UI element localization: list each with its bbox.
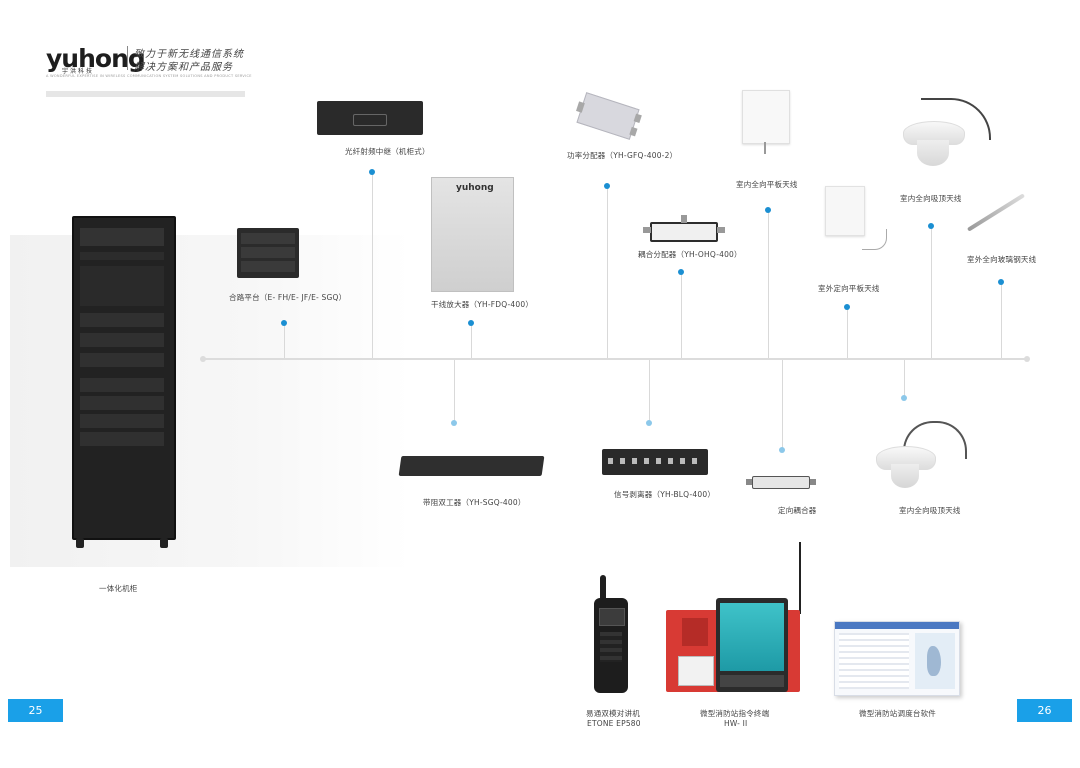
dot-fiber: [369, 169, 375, 175]
connector-ceiling-bottom: [904, 360, 905, 398]
bus-line-end: [1024, 356, 1030, 362]
directional-antenna-image: [825, 186, 865, 236]
duplexer-image: [398, 456, 545, 476]
connector-trunk: [471, 323, 472, 358]
page-number-right: 26: [1017, 699, 1072, 722]
duplexer-label: 带阻双工器（YH-SGQ-400）: [423, 498, 526, 507]
combiner-platform-label: 合路平台（E- FH/E- JF/E- SGQ）: [229, 293, 347, 302]
fiber-repeater-label: 光纤射频中继（机柜式）: [345, 147, 430, 156]
connector-ceiling-top: [931, 226, 932, 358]
directional-antenna-cable: [862, 229, 887, 250]
terminal-screen: [716, 598, 788, 692]
connector-signal-splitter: [649, 360, 650, 423]
dot-indoor-panel: [765, 207, 771, 213]
terminal-label-1: 微型消防站指令终端: [700, 709, 770, 718]
ceiling-antenna-top-label: 室内全向吸顶天线: [900, 194, 962, 203]
coupler-image: [643, 215, 725, 242]
brand-slogan-1: 致力于新无线通信系统: [134, 49, 244, 60]
software-label: 微型消防站调度台软件: [859, 709, 936, 718]
bus-line: [203, 358, 1028, 360]
connector-duplexer: [454, 360, 455, 423]
connector-splitter: [607, 186, 608, 358]
radio-label-2: ETONE EP580: [587, 719, 641, 728]
connector-coupler: [681, 272, 682, 358]
dir-coupler-image: [746, 476, 816, 489]
power-splitter-image: [576, 92, 642, 140]
trunk-amp-logo: yuhong: [456, 183, 494, 193]
brand-slogan-2: 解决方案和产品服务: [134, 62, 233, 73]
directional-antenna-label: 室外定向平板天线: [818, 284, 880, 293]
indoor-panel-image: [742, 90, 790, 144]
coupler-label: 耦合分配器（YH-OHQ-400）: [638, 250, 742, 259]
brand-divider: [127, 46, 128, 70]
connector-indoor-panel: [768, 210, 769, 358]
signal-splitter-label: 信号剥离器（YH-BLQ-400）: [614, 490, 716, 499]
power-splitter-label: 功率分配器（YH-GFQ-400-2）: [567, 151, 678, 160]
dot-outdoor: [998, 279, 1004, 285]
connector-combiner: [284, 323, 285, 358]
radio-antenna: [600, 575, 606, 603]
dot-combiner: [281, 320, 287, 326]
signal-splitter-image: [602, 449, 708, 475]
dot-coupler: [678, 269, 684, 275]
ceiling-antenna-top-cone: [917, 140, 949, 166]
ceiling-antenna-bottom-cone: [891, 464, 919, 488]
dot-ceiling-bottom: [901, 395, 907, 401]
brand-logo-sub: 宇洪科技: [62, 68, 95, 75]
dot-signal-splitter: [646, 420, 652, 426]
combiner-platform-image: [237, 228, 299, 278]
radio-label-1: 易通双模对讲机: [586, 709, 640, 718]
dot-ceiling-top: [928, 223, 934, 229]
cabinet-wheels: [74, 538, 170, 550]
connector-outdoor: [1001, 282, 1002, 358]
radio-image: [594, 598, 628, 693]
trunk-amp-image: yuhong: [431, 177, 514, 292]
terminal-label-2: HW- II: [724, 719, 748, 728]
dot-directional: [844, 304, 850, 310]
cabinet-backdrop: [10, 235, 410, 567]
dot-dir-coupler: [779, 447, 785, 453]
connector-fiber: [372, 172, 373, 358]
header-bar: [46, 91, 245, 97]
brand-tagline: A WONDERFUL EXPERTISE IN WIRELESS COMMUN…: [46, 74, 252, 78]
software-image: [834, 621, 960, 696]
cabinet-image: [72, 216, 176, 540]
page-number-left: 25: [8, 699, 63, 722]
terminal-antenna: [799, 542, 801, 614]
cabinet-label: 一体化机柜: [99, 584, 138, 593]
indoor-panel-label: 室内全向平板天线: [736, 180, 798, 189]
connector-directional: [847, 307, 848, 358]
trunk-amp-label: 干线放大器（YH-FDQ-400）: [431, 300, 534, 309]
bus-line-start: [200, 356, 206, 362]
dir-coupler-label: 定向耦合器: [778, 506, 817, 515]
brand-logo: yuhong: [46, 44, 146, 73]
fiber-repeater-image: [317, 101, 423, 135]
connector-dir-coupler: [782, 360, 783, 450]
dot-splitter: [604, 183, 610, 189]
dot-trunk: [468, 320, 474, 326]
dot-duplexer: [451, 420, 457, 426]
outdoor-antenna-label: 室外全向玻璃钢天线: [967, 255, 1037, 264]
outdoor-antenna-image: [966, 193, 1026, 232]
ceiling-antenna-bottom-label: 室内全向吸顶天线: [899, 506, 961, 515]
indoor-panel-stem: [764, 142, 766, 154]
